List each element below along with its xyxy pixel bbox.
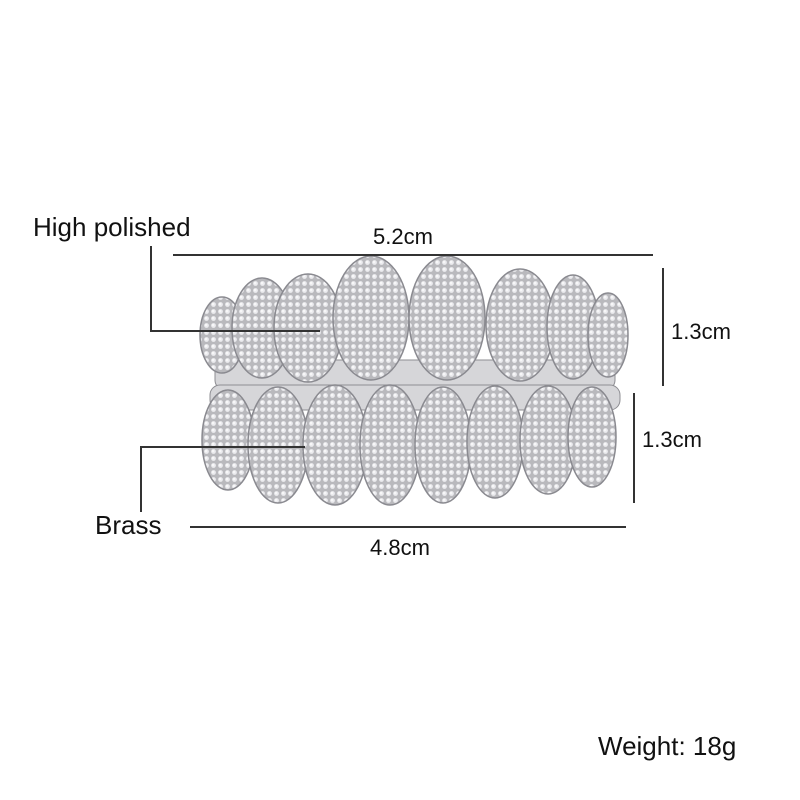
bottom-height-label: 1.3cm xyxy=(642,427,702,452)
top-width-label: 5.2cm xyxy=(373,224,433,249)
top-width-dimension-line xyxy=(173,254,653,256)
bottom-width-label: 4.8cm xyxy=(370,535,430,560)
upper-teeth xyxy=(199,255,629,383)
finish-leader-vertical xyxy=(150,246,152,332)
material-label: Brass xyxy=(95,510,162,540)
bottom-height-dimension-line xyxy=(633,393,635,503)
material-leader-horizontal xyxy=(140,446,305,448)
finish-leader-horizontal xyxy=(150,330,320,332)
bottom-width-dimension-line xyxy=(190,526,626,528)
top-height-label: 1.3cm xyxy=(671,319,731,344)
weight-label: Weight: 18g xyxy=(598,731,737,761)
finish-label: High polished xyxy=(33,212,191,242)
top-height-dimension-line xyxy=(662,268,664,386)
lower-teeth xyxy=(201,384,617,506)
material-leader-vertical xyxy=(140,446,142,512)
